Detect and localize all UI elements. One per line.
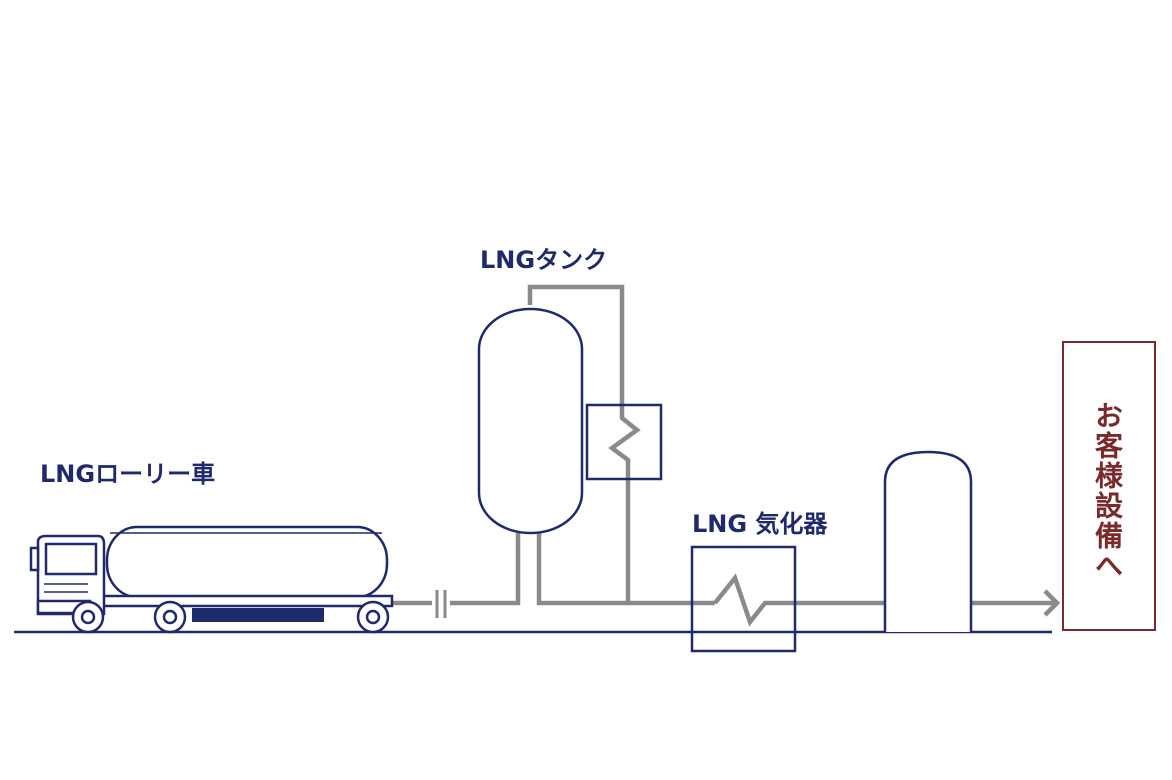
pipe-pressure-buildup-loop [527, 284, 641, 603]
truck-tanker-body [105, 525, 389, 599]
buffer-vessel [883, 450, 973, 632]
vaporizer-label: LNG 気化器 [692, 510, 828, 538]
truck-cab-window [44, 542, 98, 576]
lng-tank [477, 307, 584, 535]
truck-wheel-rear-hub [365, 609, 381, 625]
truck-wheel-front-hub [80, 609, 96, 625]
truck-wheel-mid-hub [162, 609, 178, 625]
destination-box: お客様設備へ [1062, 341, 1156, 631]
pipe-coupling-to-tank [450, 533, 521, 606]
destination-label: お客様設備へ [1091, 401, 1124, 581]
tank-label: LNGタンク [480, 246, 608, 274]
pipe-vaporizer-coil [713, 573, 884, 627]
truck-side-skirt [192, 608, 324, 622]
lng-truck [29, 525, 394, 634]
truck-mirror [29, 546, 40, 572]
lng-vaporizer [690, 545, 797, 653]
truck-chassis [98, 594, 394, 608]
truck-label: LNGローリー車 [40, 460, 216, 488]
pipe-tank-outlet [536, 533, 715, 606]
flow-arrowhead [1043, 589, 1061, 617]
pressure-buildup-box [585, 403, 663, 481]
